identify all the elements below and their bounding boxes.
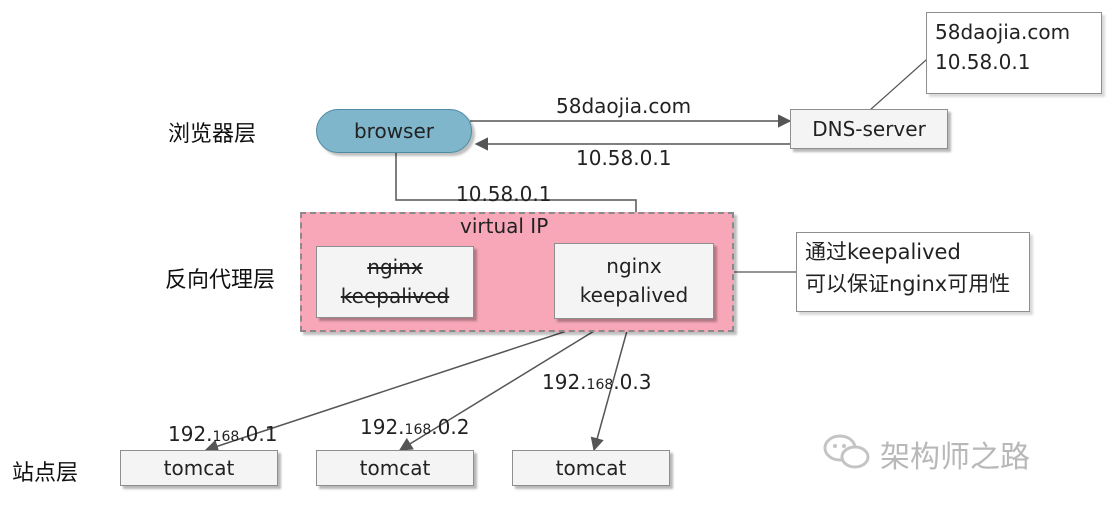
tomcat-node-1-label: tomcat <box>163 455 235 480</box>
tomcat-3-ip-label: 192.168.0.3 <box>542 370 652 394</box>
nginx-backup-line1: nginx <box>367 255 423 279</box>
dns-record-ip: 10.58.0.1 <box>935 50 1031 74</box>
keepalived-note: 通过keepalived 可以保证nginx可用性 <box>796 232 1030 312</box>
keepalived-note-line2: 可以保证nginx可用性 <box>805 271 1011 296</box>
virtual-ip-label: virtual IP <box>460 214 549 238</box>
dns-server-node[interactable]: DNS-server <box>790 109 948 149</box>
tomcat-2-ip-label: 192.168.0.2 <box>360 415 470 439</box>
layer-label-site: 站点层 <box>12 461 79 486</box>
watermark-text: 架构师之路 <box>880 440 1030 475</box>
edge-label-to-vip: 10.58.0.1 <box>456 182 552 206</box>
edge-label-request-domain: 58daojia.com <box>556 94 692 118</box>
dns-server-label: DNS-server <box>812 116 926 141</box>
nginx-master-node[interactable]: nginx keepalived <box>554 243 714 319</box>
layer-label-browser: 浏览器层 <box>168 122 257 147</box>
edge-master-to-tomcat-3 <box>590 319 631 452</box>
nginx-master-line1: nginx <box>606 254 662 278</box>
dns-record-note: 58daojia.com 10.58.0.1 <box>926 12 1102 94</box>
nginx-master-line2: keepalived <box>579 283 689 307</box>
nginx-backup-node[interactable]: nginx keepalived <box>316 246 474 318</box>
browser-node-label: browser <box>353 119 435 143</box>
edge-label-response-ip: 10.58.0.1 <box>576 146 672 170</box>
dns-record-domain: 58daojia.com <box>935 20 1071 44</box>
tomcat-node-2[interactable]: tomcat <box>316 450 474 486</box>
keepalived-note-line1: 通过keepalived <box>805 240 961 264</box>
edge-master-to-tomcat-2 <box>398 319 613 451</box>
wechat-logo-icon <box>822 432 872 472</box>
tomcat-node-3[interactable]: tomcat <box>512 450 670 486</box>
layer-label-proxy: 反向代理层 <box>165 268 276 293</box>
browser-node[interactable]: browser <box>316 109 472 153</box>
tomcat-node-1[interactable]: tomcat <box>120 450 278 486</box>
tomcat-node-2-label: tomcat <box>359 455 431 480</box>
edge-master-to-tomcat-1 <box>204 319 601 453</box>
nginx-backup-line2: keepalived <box>340 284 450 308</box>
tomcat-node-3-label: tomcat <box>555 455 627 480</box>
tomcat-1-ip-label: 192.168.0.1 <box>168 422 278 446</box>
